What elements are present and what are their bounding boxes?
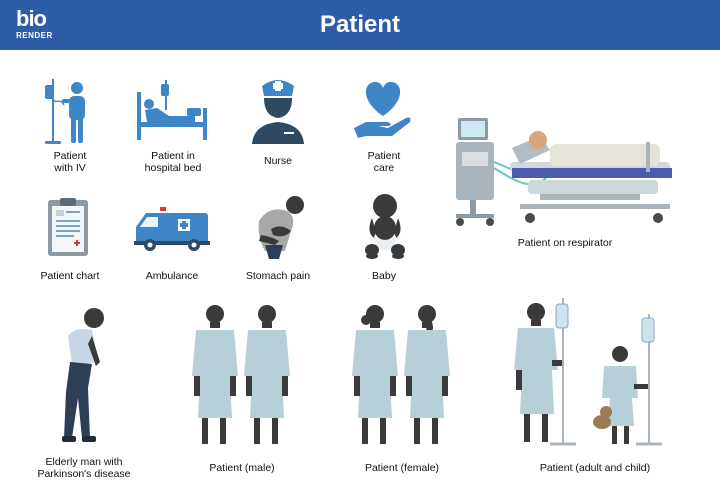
chart-icon <box>48 198 88 256</box>
stomach-pain-illustration <box>258 196 304 259</box>
adult-child-iv-illustration <box>514 298 662 446</box>
caption-patient-iv: Patient with IV <box>53 150 87 174</box>
nurse-icon <box>252 80 304 144</box>
caption-ambulance: Ambulance <box>145 270 199 282</box>
biorender-logo: bio RENDER <box>14 8 58 42</box>
caption-respirator: Patient on respirator <box>517 237 613 249</box>
header-bar: bio RENDER Patient <box>0 0 720 50</box>
caption-patient-care: Patient care <box>367 150 401 174</box>
elderly-man-illustration <box>62 308 104 442</box>
heart-hand-icon <box>354 81 411 138</box>
caption-baby: Baby <box>372 270 396 282</box>
page-title: Patient <box>319 11 400 38</box>
caption-elderly-man: Elderly man with Parkinson's disease <box>37 456 131 480</box>
caption-patient-male: Patient (male) <box>209 462 275 474</box>
logo-render-text: RENDER <box>16 31 53 40</box>
ambulance-icon <box>134 207 210 251</box>
caption-hospital-bed: Patient in hospital bed <box>144 150 202 174</box>
caption-adult-child: Patient (adult and child) <box>539 462 651 474</box>
logo-bio-text: bio <box>16 6 47 31</box>
hospital-bed-icon <box>137 80 207 140</box>
male-patients-illustration <box>192 305 290 444</box>
caption-patient-chart: Patient chart <box>40 270 100 282</box>
patient-iv-icon <box>45 79 85 144</box>
baby-illustration <box>365 194 405 259</box>
caption-nurse: Nurse <box>263 155 292 167</box>
caption-stomach-pain: Stomach pain <box>245 270 311 282</box>
respirator-illustration <box>456 118 672 226</box>
caption-patient-female: Patient (female) <box>364 462 440 474</box>
female-patients-illustration <box>352 305 450 444</box>
